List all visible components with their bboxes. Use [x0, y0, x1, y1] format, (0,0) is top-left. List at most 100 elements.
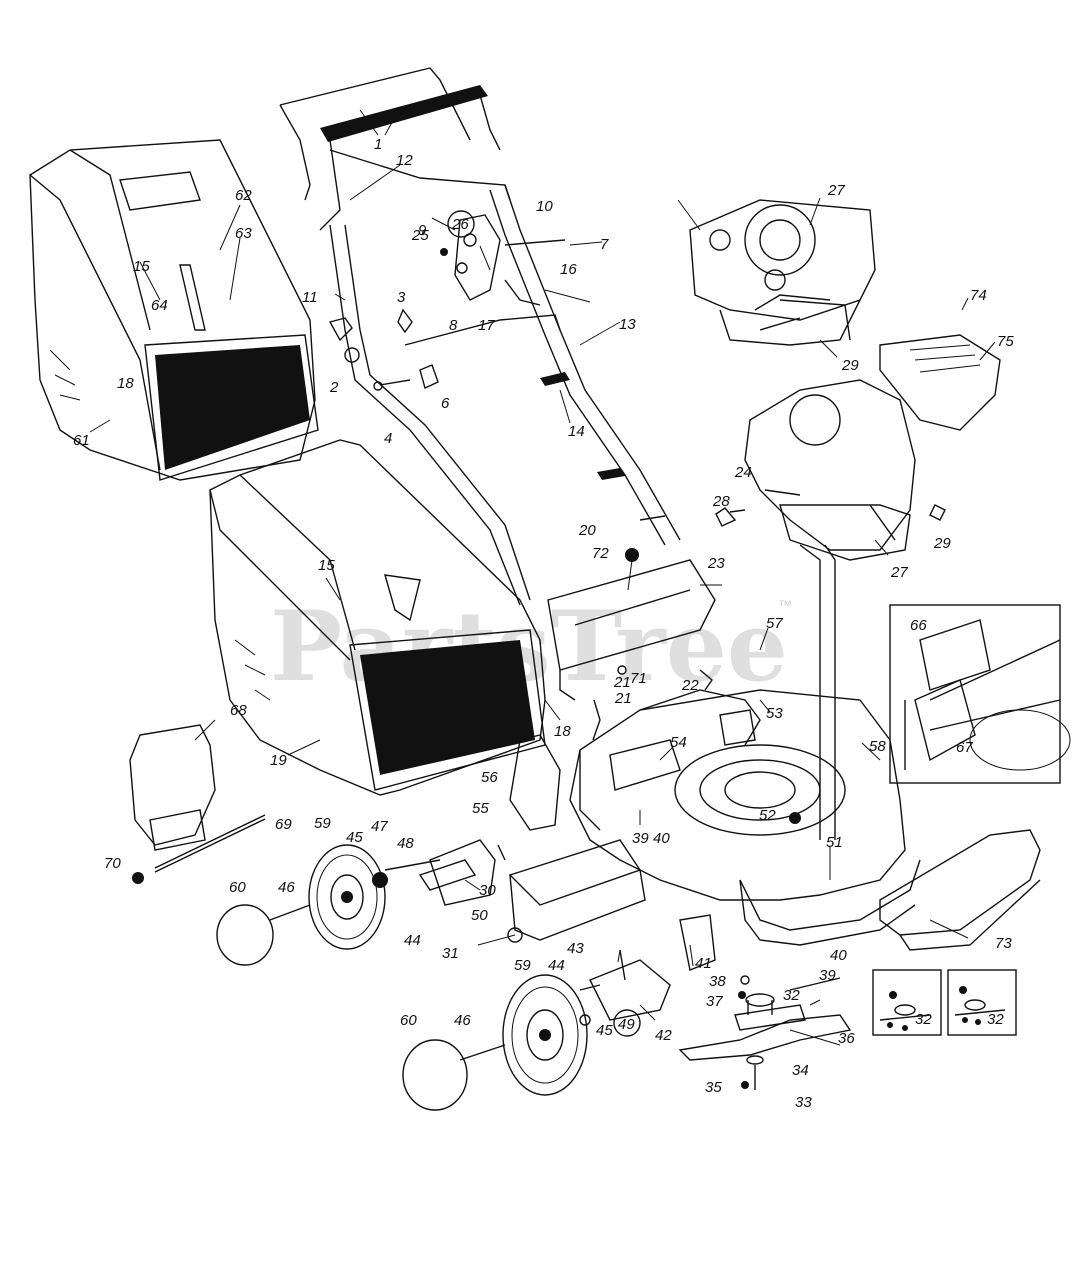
label-30: 30 — [479, 882, 496, 899]
label-9: 9 — [418, 222, 427, 239]
blade-assembly — [678, 975, 852, 1090]
label-45-rear: 45 — [346, 829, 363, 846]
label-1: 1 — [374, 136, 382, 153]
label-29-top: 29 — [841, 357, 859, 374]
blade-adapter-inset-1 — [872, 969, 942, 1036]
label-56: 56 — [481, 769, 498, 786]
label-62: 62 — [235, 187, 252, 204]
label-53: 53 — [766, 705, 783, 722]
label-50: 50 — [471, 907, 488, 924]
rear-axle — [132, 814, 266, 884]
label-64: 64 — [151, 297, 168, 314]
label-10: 10 — [536, 198, 553, 215]
label-59-rear: 59 — [314, 815, 331, 832]
label-26: 26 — [451, 216, 469, 233]
label-54: 54 — [670, 734, 687, 751]
label-63: 63 — [235, 225, 252, 242]
label-3: 3 — [397, 289, 406, 306]
label-75: 75 — [997, 333, 1014, 350]
label-21-upper: 21 — [613, 674, 631, 691]
rear-door-shield — [547, 548, 716, 741]
handle-assembly — [279, 67, 681, 606]
front-bumper — [879, 829, 1041, 951]
label-46-front: 46 — [454, 1012, 471, 1029]
label-44-rear: 44 — [404, 932, 421, 949]
label-27-bottom: 27 — [890, 564, 908, 581]
label-58: 58 — [869, 738, 886, 755]
label-40-deck: 40 — [653, 830, 670, 847]
label-12: 12 — [396, 152, 413, 169]
label-32-main: 32 — [783, 987, 800, 1004]
label-44-front: 44 — [548, 957, 565, 974]
label-47: 47 — [371, 818, 388, 835]
label-34: 34 — [792, 1062, 809, 1079]
label-25: 25 — [411, 227, 429, 244]
label-42: 42 — [655, 1027, 672, 1044]
label-15-lower: 15 — [318, 557, 335, 574]
label-2: 2 — [329, 379, 339, 396]
label-66: 66 — [910, 617, 927, 634]
label-27-top: 27 — [827, 182, 845, 199]
circle-49 — [613, 1009, 641, 1037]
label-43: 43 — [567, 940, 584, 957]
label-33: 33 — [795, 1094, 812, 1111]
label-28: 28 — [712, 493, 730, 510]
label-49: 49 — [618, 1016, 635, 1033]
label-11: 11 — [302, 289, 318, 306]
label-71: 71 — [630, 670, 647, 687]
engine-assembly — [677, 199, 1001, 431]
part-labels: 1 2 3 4 6 7 8 9 10 11 12 13 14 15 15 16 … — [73, 136, 1014, 1111]
label-23: 23 — [707, 555, 725, 572]
label-55: 55 — [472, 800, 489, 817]
upper-grass-bag — [29, 139, 319, 481]
label-69: 69 — [275, 816, 292, 833]
blade-adapter-inset-2 — [947, 969, 1017, 1036]
label-32-inset1: 32 — [915, 1011, 932, 1028]
label-6: 6 — [441, 395, 450, 412]
engine-block — [715, 379, 946, 840]
label-68: 68 — [230, 702, 247, 719]
circle-26 — [447, 210, 475, 238]
label-45-front: 45 — [596, 1022, 613, 1039]
mulch-inset-box — [889, 604, 1071, 784]
label-21-right: 21 — [614, 690, 632, 707]
label-18-upper: 18 — [117, 375, 134, 392]
label-35: 35 — [705, 1079, 722, 1096]
label-59-front: 59 — [514, 957, 531, 974]
label-19: 19 — [270, 752, 287, 769]
rear-flap — [507, 839, 646, 943]
label-40-front: 40 — [830, 947, 847, 964]
label-20: 20 — [578, 522, 596, 539]
height-adjuster-front — [579, 914, 716, 1021]
label-39-front: 39 — [819, 967, 836, 984]
label-74: 74 — [970, 287, 987, 304]
label-32-inset2: 32 — [987, 1011, 1004, 1028]
label-31: 31 — [442, 945, 459, 962]
label-14: 14 — [568, 423, 585, 440]
label-18-lower: 18 — [554, 723, 571, 740]
label-39-deck: 39 — [632, 830, 649, 847]
label-22: 22 — [681, 677, 699, 694]
label-38: 38 — [709, 973, 726, 990]
label-17: 17 — [478, 317, 495, 334]
label-52: 52 — [759, 807, 776, 824]
discharge-chute — [129, 724, 216, 851]
watermark-trademark: ™ — [778, 597, 792, 613]
label-60-front: 60 — [400, 1012, 417, 1029]
label-7: 7 — [600, 236, 609, 253]
label-41: 41 — [695, 955, 712, 972]
label-67: 67 — [956, 739, 973, 756]
height-adjuster-rear — [372, 734, 561, 906]
label-48: 48 — [397, 835, 414, 852]
label-65: 65 — [263, 369, 280, 386]
mower-deck — [569, 689, 921, 946]
label-73: 73 — [995, 935, 1012, 952]
label-4: 4 — [384, 430, 392, 447]
label-51: 51 — [826, 834, 843, 851]
leader-lines — [89, 107, 996, 1046]
label-60-rear: 60 — [229, 879, 246, 896]
watermark-text: PartsTree — [270, 590, 788, 703]
label-46-rear: 46 — [278, 879, 295, 896]
label-36: 36 — [838, 1030, 855, 1047]
